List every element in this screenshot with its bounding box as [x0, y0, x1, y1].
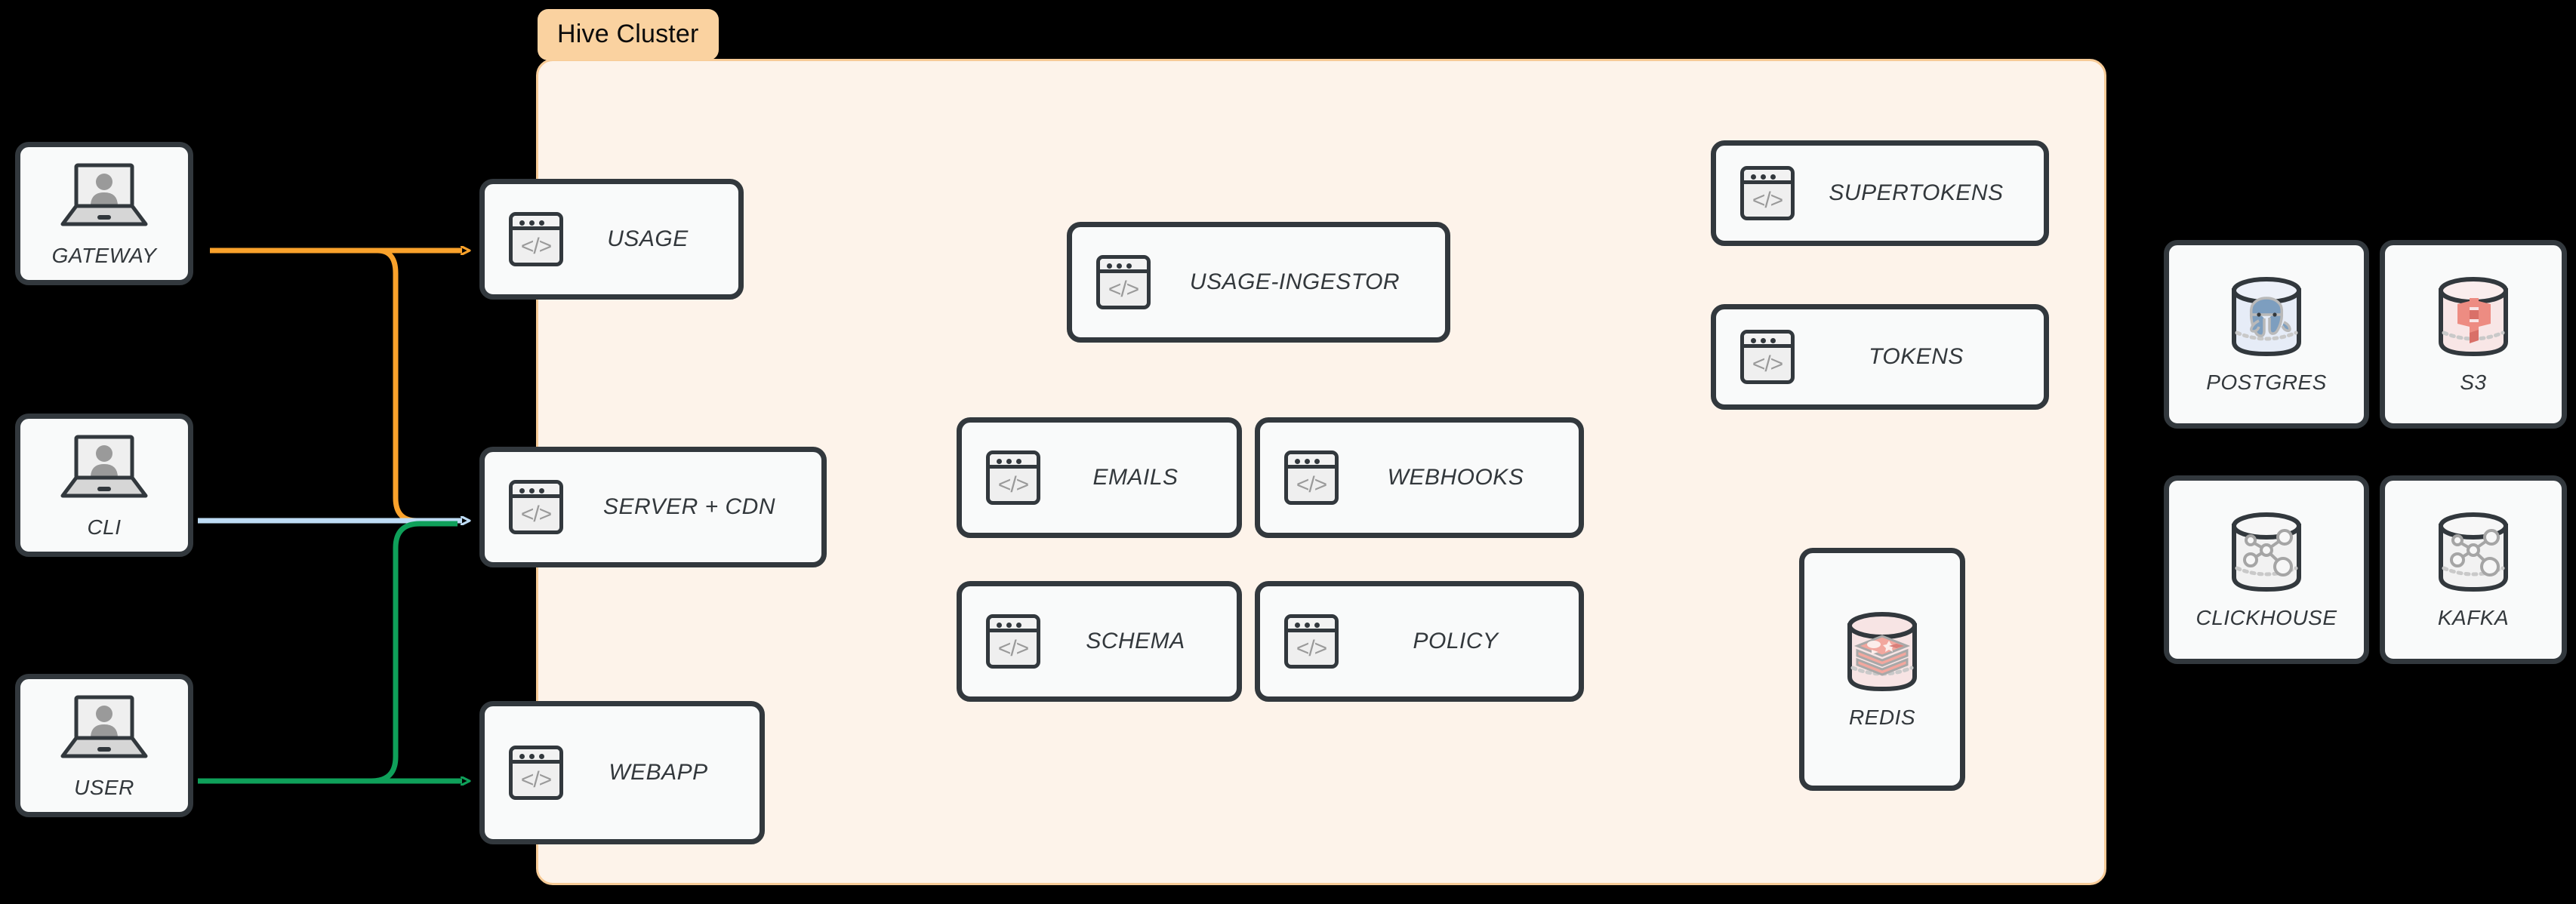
client-card-cli[interactable]: CLI [15, 414, 193, 557]
service-card-emails[interactable]: </> EMAILS [957, 417, 1242, 538]
service-label: USAGE [607, 226, 689, 251]
generic-database-icon [2232, 512, 2301, 592]
service-label: TOKENS [1869, 344, 1964, 369]
code-window-icon: </> [1740, 166, 1795, 220]
store-label: POSTGRES [2206, 371, 2327, 394]
client-label: GATEWAY [51, 244, 157, 267]
laptop-user-icon [60, 163, 148, 226]
service-label: SUPERTOKENS [1829, 180, 2004, 205]
service-label: EMAILS [1092, 465, 1179, 490]
service-label: POLICY [1413, 629, 1499, 653]
edge-user-to-server-cdn [198, 521, 458, 784]
edge-gateway-to-server-cdn [377, 248, 458, 524]
service-card-supertokens[interactable]: </> SUPERTOKENS [1711, 140, 2049, 246]
code-window-icon: </> [1284, 450, 1339, 505]
code-window-icon: </> [509, 212, 563, 266]
code-window-icon: </> [1740, 330, 1795, 384]
code-window-icon: </> [1096, 255, 1151, 309]
store-label: S3 [2460, 371, 2487, 394]
store-card-clickhouse[interactable]: CLICKHOUSE [2164, 475, 2369, 664]
code-window-icon: </> [986, 614, 1040, 669]
laptop-user-icon [60, 695, 148, 758]
service-card-usage-ingestor[interactable]: </> USAGE-INGESTOR [1067, 222, 1450, 343]
store-card-kafka[interactable]: KAFKA [2380, 475, 2567, 664]
service-card-server-cdn[interactable]: </> SERVER + CDN [479, 447, 827, 567]
s3-database-icon [2439, 277, 2508, 357]
client-card-user[interactable]: USER [15, 674, 193, 817]
service-card-tokens[interactable]: </> TOKENS [1711, 304, 2049, 410]
generic-database-icon [2439, 512, 2508, 592]
laptop-user-icon [60, 435, 148, 498]
store-label: CLICKHOUSE [2195, 606, 2337, 629]
service-card-schema[interactable]: </> SCHEMA [957, 581, 1242, 702]
service-card-usage[interactable]: </> USAGE [479, 179, 744, 300]
service-label: WEBAPP [609, 760, 708, 785]
client-card-gateway[interactable]: GATEWAY [15, 142, 193, 285]
code-window-icon: </> [986, 450, 1040, 505]
service-card-webapp[interactable]: </> WEBAPP [479, 701, 765, 844]
service-label: USAGE-INGESTOR [1189, 269, 1400, 294]
code-window-icon: </> [509, 746, 563, 800]
client-label: CLI [87, 515, 122, 539]
service-label: WEBHOOKS [1387, 465, 1524, 490]
store-label: KAFKA [2437, 606, 2510, 629]
code-window-icon: </> [1284, 614, 1339, 669]
store-card-postgres[interactable]: POSTGRES [2164, 240, 2369, 429]
service-label: SCHEMA [1086, 629, 1185, 653]
hive-cluster-label: Hive Cluster [538, 9, 719, 60]
service-label: SERVER + CDN [602, 494, 775, 519]
store-label: REDIS [1848, 706, 1916, 729]
client-label: USER [74, 776, 134, 799]
postgres-database-icon [2232, 277, 2301, 357]
redis-database-icon [1847, 612, 1917, 692]
code-window-icon: </> [509, 480, 563, 534]
service-card-policy[interactable]: </> POLICY [1255, 581, 1584, 702]
store-card-s3[interactable]: S3 [2380, 240, 2567, 429]
store-card-redis[interactable]: REDIS [1799, 548, 1965, 791]
service-card-webhooks[interactable]: </> WEBHOOKS [1255, 417, 1584, 538]
